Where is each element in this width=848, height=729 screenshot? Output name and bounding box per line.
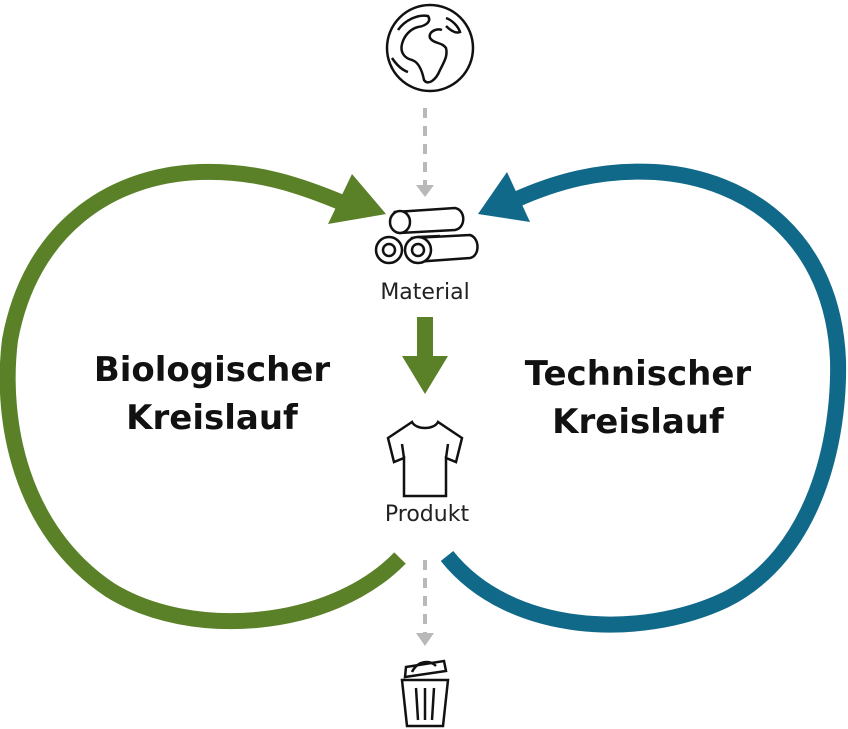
disposal-arrow [416,560,434,646]
technical-loop-arrowhead [478,172,530,222]
production-arrow [402,317,448,394]
technical-loop-label: Technischer Kreislauf [518,350,758,446]
biological-loop [0,163,406,630]
extraction-arrow [416,108,434,197]
technical-loop-label-line1: Technischer [524,354,752,394]
wood-logs-icon [374,206,479,265]
biological-loop-arrowhead [328,174,386,224]
material-label: Material [380,280,470,305]
technical-loop-label-line2: Kreislauf [552,402,724,442]
biological-loop-label-line1: Biologischer [93,350,331,390]
biological-loop-label-line2: Kreislauf [126,398,298,438]
product-label: Produkt [384,502,470,527]
tshirt-icon [386,420,464,498]
biological-loop-label: Biologischer Kreislauf [92,346,332,442]
technical-loop-arc [440,163,847,633]
globe-icon [385,3,475,93]
biological-loop-arc [0,163,406,630]
trash-can-icon [400,659,450,728]
technical-loop [440,163,847,633]
